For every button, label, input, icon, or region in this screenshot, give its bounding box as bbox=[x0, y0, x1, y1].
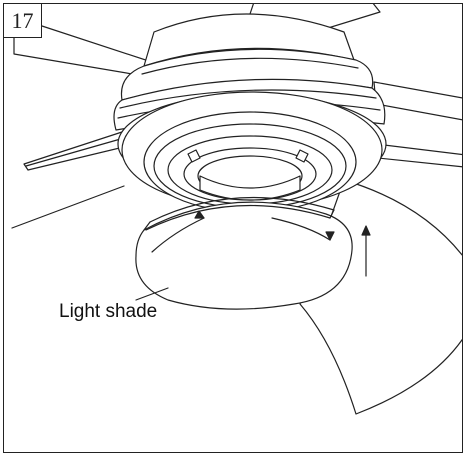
light-shade-label: Light shade bbox=[57, 301, 160, 323]
fan-blade-bottom-left-edge bbox=[11, 185, 125, 229]
step-number-badge: 17 bbox=[4, 4, 42, 38]
ceiling-fan-light-shade-illustration bbox=[11, 4, 462, 415]
fan-blade-left bbox=[23, 131, 129, 171]
light-kit-fitter bbox=[143, 111, 357, 213]
light-shade bbox=[135, 196, 353, 310]
fan-blade-lower-right bbox=[375, 143, 462, 168]
fan-blade-right bbox=[373, 81, 462, 121]
motor-housing-top bbox=[120, 13, 374, 101]
rotation-arrows bbox=[151, 210, 335, 253]
instruction-panel: 17 Light shade bbox=[3, 3, 463, 453]
lift-arrow bbox=[361, 225, 371, 277]
callout-leader-line bbox=[135, 287, 169, 301]
